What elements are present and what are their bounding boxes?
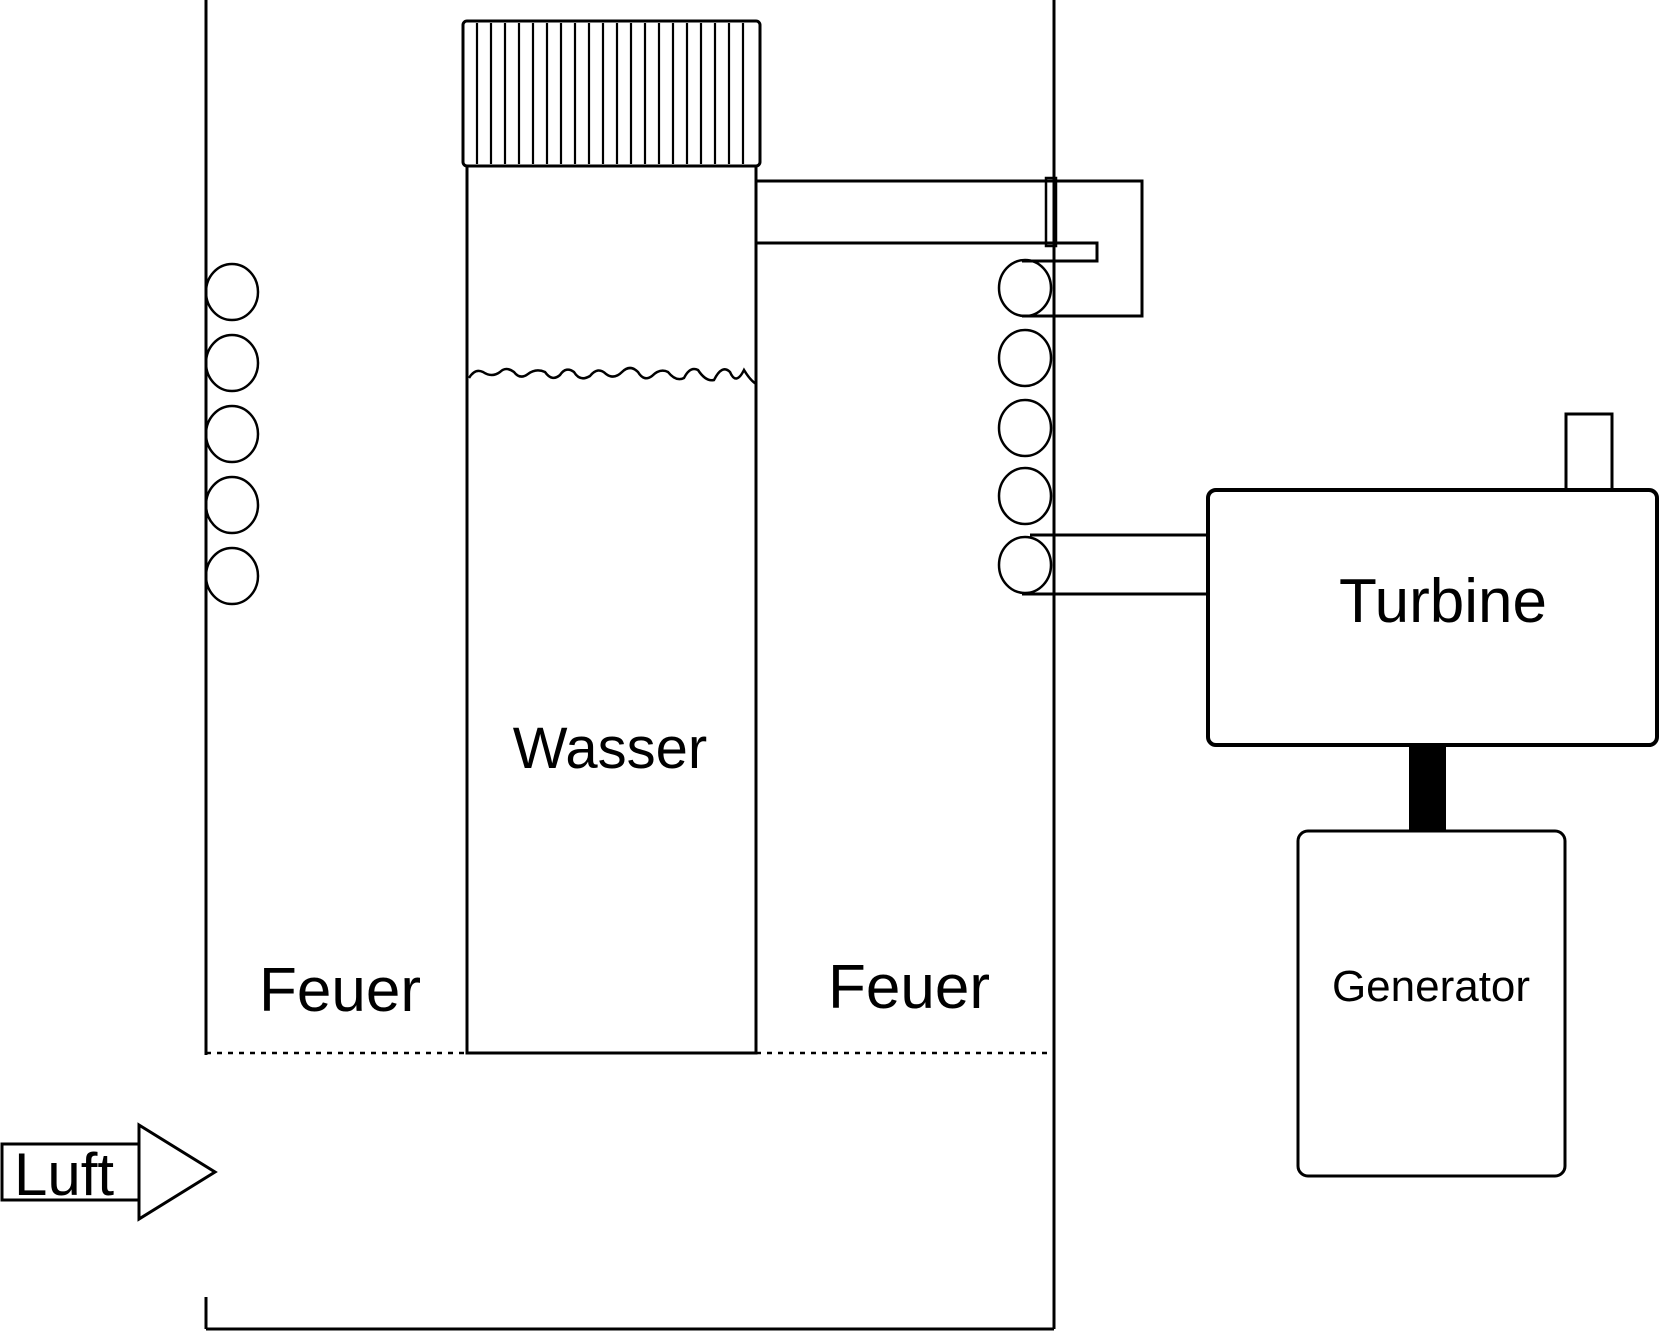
coil-loop: [997, 258, 1053, 318]
right-coil: [997, 258, 1053, 595]
air-label: Luft: [14, 1141, 114, 1208]
fire-label-right: Feuer: [828, 953, 990, 1022]
generator-box: [1296, 829, 1567, 1178]
water-surface: [467, 366, 757, 386]
steam-pipe: [756, 176, 1144, 318]
turbine: Turbine: [1206, 412, 1659, 747]
steam-pipe-outer: [756, 179, 1144, 318]
boiler-housing: [204, 0, 1056, 1331]
coil-loop: [997, 328, 1053, 388]
turbine-shaft: [1409, 745, 1446, 831]
coil-loop: [204, 262, 260, 322]
turbine-label: Turbine: [1339, 567, 1547, 636]
arrow-shaft: [0, 1142, 139, 1202]
tank-body: [465, 164, 758, 1055]
generator-label: Generator: [1332, 962, 1530, 1011]
pipe-valve: [1044, 176, 1058, 248]
coil-loop: [204, 546, 260, 606]
water-tank: Wasser: [461, 19, 762, 1055]
arrow-head: [137, 1122, 218, 1222]
water-label: Wasser: [513, 716, 707, 781]
turbine-feed-pipe: [1022, 533, 1207, 596]
coil-loop: [204, 404, 260, 464]
steam-pipe-inner: [756, 241, 1099, 263]
coil-loop: [997, 535, 1053, 595]
fire-label-left: Feuer: [259, 956, 421, 1025]
coil-loop: [997, 466, 1053, 526]
left-coil: [204, 262, 260, 606]
generator: Generator: [1296, 829, 1567, 1178]
coil-loop: [204, 333, 260, 393]
tank-lid-ribs: [475, 23, 745, 164]
coil-loop: [997, 398, 1053, 458]
air-inlet-arrow: Luft: [0, 1122, 218, 1222]
coil-loop: [204, 475, 260, 535]
turbine-exhaust: [1564, 412, 1614, 490]
